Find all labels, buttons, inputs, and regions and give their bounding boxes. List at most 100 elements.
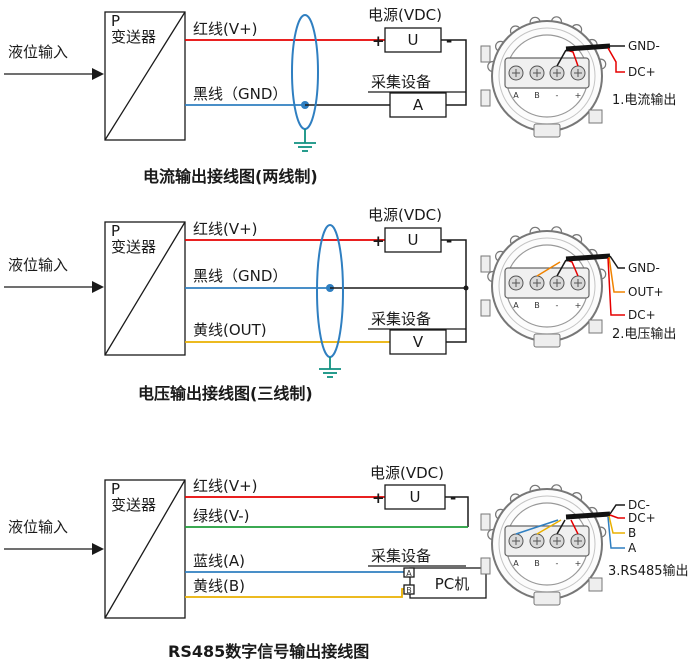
pc-terminal-a-label: A xyxy=(406,569,412,578)
pin-label-out: OUT+ xyxy=(628,285,664,299)
input-arrow-head xyxy=(92,68,104,80)
out-wire-label: 黄线(OUT) xyxy=(193,321,267,339)
jumper-wire-blue xyxy=(515,519,559,535)
red-wire-label: 红线(V+) xyxy=(193,477,258,495)
pin-label-b: B xyxy=(628,526,636,540)
section-caption: 电压输出接线图(三线制) xyxy=(138,384,313,403)
pin-lead-out xyxy=(608,256,625,293)
transmitter-p-label: P xyxy=(111,222,120,240)
minus-sign: - xyxy=(450,489,456,507)
pin-lead-gnd xyxy=(609,255,625,269)
pin-label-dcminus: DC- xyxy=(628,498,650,512)
pin-label-dcplus: DC+ xyxy=(628,511,656,525)
input-label: 液位输入 xyxy=(8,256,68,274)
housing-view-3 xyxy=(480,483,607,606)
input-arrow-head xyxy=(92,543,104,555)
transmitter-p-label: P xyxy=(111,480,120,498)
device-label: 采集设备 xyxy=(371,547,431,565)
pc-terminal-b-box xyxy=(403,584,415,595)
pin-lead-b xyxy=(608,515,625,534)
housing-wiring-2: GND- OUT+ DC+ 2.电压输出 xyxy=(536,253,676,342)
shield-ellipse xyxy=(291,14,319,130)
minus-sign: - xyxy=(446,32,452,50)
transmitter-diagonal xyxy=(104,221,186,356)
plus-sign: + xyxy=(372,32,385,50)
housing-view-2 xyxy=(480,225,607,348)
cable xyxy=(565,253,611,262)
power-label: 电源(VDC) xyxy=(368,6,442,24)
device-unit-label: A xyxy=(413,96,424,114)
device-label: 采集设备 xyxy=(371,310,431,328)
gnd-wire-label: 黑线（GND） xyxy=(193,85,287,103)
power-unit-label: U xyxy=(410,488,421,506)
input-label: 液位输入 xyxy=(8,518,68,536)
cable xyxy=(565,43,611,52)
red-wire-label: 红线(V+) xyxy=(193,20,258,38)
minus-sign: - xyxy=(446,232,452,250)
power-unit-box xyxy=(384,227,442,253)
cable xyxy=(565,511,611,520)
housing-caption-1: 1.电流输出 xyxy=(612,92,676,108)
transmitter-diagonal xyxy=(104,479,186,619)
jumper-wire-black xyxy=(556,519,566,535)
pin-lead-dcminus xyxy=(609,504,625,515)
pin-label-gnd: GND- xyxy=(628,261,660,275)
power-label: 电源(VDC) xyxy=(368,206,442,224)
jumper-wire-yellow xyxy=(536,519,562,535)
section-caption: RS485数字信号输出接线图 xyxy=(168,642,369,661)
blue-wire-label: 蓝线(A) xyxy=(193,552,245,570)
housing-caption-3: 3.RS485输出 xyxy=(608,563,689,579)
power-unit-label: U xyxy=(408,231,419,249)
power-unit-label: U xyxy=(408,31,419,49)
device-unit-label: V xyxy=(413,333,424,351)
pin-lead-dc xyxy=(607,257,625,316)
housing-wiring-3: DC- DC+ B A 3.RS485输出 xyxy=(515,498,689,579)
pin-lead-dcplus xyxy=(609,514,625,519)
pin-label-dc: DC+ xyxy=(628,65,656,79)
pin-label-dc: DC+ xyxy=(628,308,656,322)
device-unit-label: PC机 xyxy=(435,575,470,593)
transmitter-diagonal xyxy=(104,11,186,141)
power-label: 电源(VDC) xyxy=(370,464,444,482)
device-label: 采集设备 xyxy=(371,73,431,91)
return-wire xyxy=(441,239,467,343)
pc-terminal-a-box xyxy=(403,567,415,578)
ground-icon xyxy=(294,129,316,152)
pin-lead-a xyxy=(607,516,625,549)
transmitter-name-label: 变送器 xyxy=(111,28,156,46)
green-wire-label: 绿线(V-) xyxy=(193,507,250,525)
housing-wiring-1: GND- DC+ 1.电流输出 xyxy=(556,39,676,108)
section-current-output: 液位输入 P 变送器 红线(V+) 电源(VDC) + U - 采集设备 A 黑… xyxy=(4,6,676,186)
jumper-wire-black xyxy=(556,49,567,67)
device-unit-box xyxy=(389,92,447,118)
jumper-wire-black xyxy=(556,259,567,277)
yellow-wire xyxy=(185,588,404,598)
housing-caption-2: 2.电压输出 xyxy=(612,326,676,342)
input-arrow-head xyxy=(92,281,104,293)
pin-label-gnd: GND- xyxy=(628,39,660,53)
plus-sign: + xyxy=(372,489,385,507)
red-wire-label: 红线(V+) xyxy=(193,220,258,238)
jumper-wire-red xyxy=(570,519,579,535)
return-wire xyxy=(445,496,469,527)
pin-lead-dc xyxy=(607,47,625,73)
return-wire xyxy=(441,39,467,106)
device-unit-box xyxy=(389,329,447,355)
transmitter-name-label: 变送器 xyxy=(111,238,156,256)
input-label: 液位输入 xyxy=(8,43,68,61)
pin-label-a: A xyxy=(628,541,637,555)
jumper-wire-orange xyxy=(536,261,561,277)
section-rs485-output: 液位输入 P 变送器 红线(V+) 电源(VDC) + U - 绿线(V-) 蓝… xyxy=(4,464,689,661)
plus-sign: + xyxy=(372,232,385,250)
housing-view-1 xyxy=(480,15,607,138)
yellow-wire-label: 黄线(B) xyxy=(193,577,245,595)
gnd-wire-label: 黑线（GND） xyxy=(193,267,287,285)
pc-terminal-b-label: B xyxy=(406,586,412,595)
section-caption: 电流输出接线图(两线制) xyxy=(143,167,318,186)
transmitter-name-label: 变送器 xyxy=(111,496,156,514)
section-voltage-output: 液位输入 P 变送器 红线(V+) 电源(VDC) + U - 黑线（GND） … xyxy=(4,206,676,403)
ground-icon xyxy=(319,357,341,378)
device-unit-box xyxy=(409,567,487,599)
